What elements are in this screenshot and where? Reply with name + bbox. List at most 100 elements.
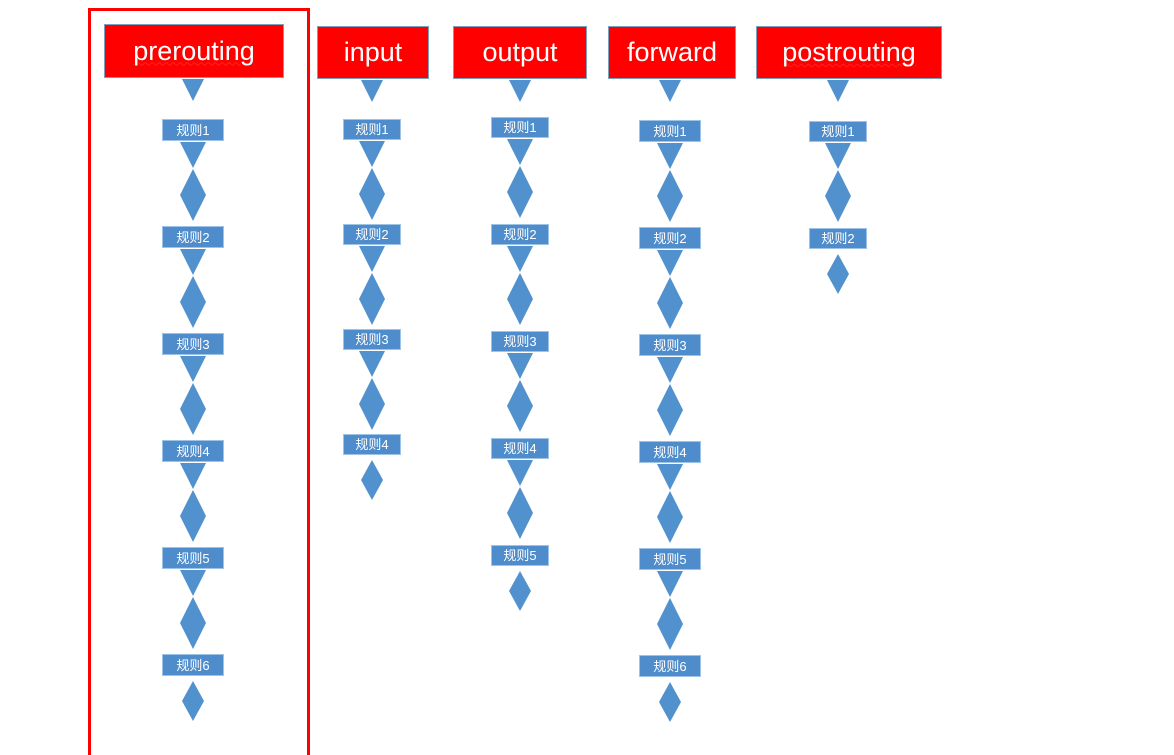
- rule-box-output-3[interactable]: 规则3: [491, 331, 549, 352]
- arrow-down-prerouting-1a: [180, 142, 206, 168]
- rule-box-postrouting-2[interactable]: 规则2: [809, 228, 867, 249]
- rule-box-forward-3[interactable]: 规则3: [639, 334, 701, 356]
- arrow-down-output-4a: [507, 460, 533, 486]
- arrow-down-output-4b: [507, 513, 533, 539]
- arrow-down-input-header: [361, 80, 383, 102]
- rule-label-output-5: 规则5: [503, 548, 537, 563]
- chain-header-postrouting[interactable]: postrouting: [756, 26, 942, 79]
- rule-box-forward-2[interactable]: 规则2: [639, 227, 701, 249]
- rule-box-forward-6[interactable]: 规则6: [639, 655, 701, 677]
- arrow-up-prerouting-tail: [182, 681, 204, 701]
- arrow-up-input-1: [359, 168, 385, 194]
- rule-box-prerouting-6[interactable]: 规则6: [162, 654, 224, 676]
- arrow-down-output-1b: [507, 192, 533, 218]
- arrow-down-prerouting-3a: [180, 356, 206, 382]
- arrow-down-postrouting-tail: [827, 274, 849, 294]
- rule-box-output-2[interactable]: 规则2: [491, 224, 549, 245]
- rule-label-prerouting-5: 规则5: [176, 550, 210, 566]
- rule-box-forward-5[interactable]: 规则5: [639, 548, 701, 570]
- rule-box-postrouting-1[interactable]: 规则1: [809, 121, 867, 142]
- rule-label-prerouting-2: 规则2: [176, 229, 210, 245]
- rule-label-forward-6: 规则6: [653, 658, 687, 674]
- rule-label-output-1: 规则1: [503, 120, 537, 135]
- arrow-down-prerouting-2b: [180, 302, 206, 328]
- rule-label-prerouting-6: 规则6: [176, 657, 210, 673]
- chain-header-label-postrouting: postrouting: [782, 37, 916, 67]
- rule-label-prerouting-1: 规则1: [176, 122, 210, 138]
- arrow-down-output-2a: [507, 246, 533, 272]
- arrow-down-prerouting-tail: [182, 701, 204, 721]
- rule-box-output-5[interactable]: 规则5: [491, 545, 549, 566]
- arrow-up-forward-2: [657, 277, 683, 303]
- chain-header-prerouting[interactable]: prerouting: [104, 24, 284, 78]
- arrow-up-input-2: [359, 273, 385, 299]
- chain-header-label-forward: forward: [626, 37, 718, 67]
- rule-label-forward-3: 规则3: [653, 337, 687, 353]
- arrow-up-forward-3: [657, 384, 683, 410]
- arrow-down-input-1a: [359, 141, 385, 167]
- arrow-down-forward-3b: [657, 410, 683, 436]
- rule-box-forward-4[interactable]: 规则4: [639, 441, 701, 463]
- arrow-down-prerouting-4b: [180, 516, 206, 542]
- chain-header-input[interactable]: input: [317, 26, 429, 79]
- arrow-down-forward-5b: [657, 624, 683, 650]
- rule-box-input-2[interactable]: 规则2: [343, 224, 401, 245]
- arrow-up-postrouting-tail: [827, 254, 849, 274]
- arrow-down-forward-3a: [657, 357, 683, 383]
- chain-header-label-prerouting: prerouting: [133, 35, 255, 66]
- rule-box-output-4[interactable]: 规则4: [491, 438, 549, 459]
- arrow-down-output-3a: [507, 353, 533, 379]
- arrow-down-input-2a: [359, 246, 385, 272]
- rule-label-prerouting-4: 规则4: [176, 443, 210, 459]
- rule-label-postrouting-1: 规则1: [821, 124, 855, 139]
- arrow-up-prerouting-5: [180, 597, 206, 623]
- rule-label-forward-5: 规则5: [653, 551, 687, 567]
- arrow-up-output-4: [507, 487, 533, 513]
- arrow-up-output-2: [507, 273, 533, 299]
- rule-box-prerouting-1[interactable]: 规则1: [162, 119, 224, 141]
- rule-box-input-1[interactable]: 规则1: [343, 119, 401, 140]
- rule-label-input-4: 规则4: [355, 437, 389, 452]
- arrow-down-input-3b: [359, 404, 385, 430]
- arrow-down-prerouting-3b: [180, 409, 206, 435]
- arrow-down-forward-4a: [657, 464, 683, 490]
- rule-box-input-4[interactable]: 规则4: [343, 434, 401, 455]
- chain-header-output[interactable]: output: [453, 26, 587, 79]
- arrow-down-prerouting-5b: [180, 623, 206, 649]
- arrow-down-forward-header: [659, 80, 681, 102]
- rule-box-output-1[interactable]: 规则1: [491, 117, 549, 138]
- rule-label-input-2: 规则2: [355, 227, 389, 242]
- arrow-up-prerouting-1: [180, 169, 206, 195]
- rule-box-prerouting-3[interactable]: 规则3: [162, 333, 224, 355]
- rule-label-postrouting-2: 规则2: [821, 231, 855, 246]
- arrow-down-forward-5a: [657, 571, 683, 597]
- rule-box-prerouting-2[interactable]: 规则2: [162, 226, 224, 248]
- arrow-up-input-tail: [361, 460, 383, 480]
- rule-box-prerouting-5[interactable]: 规则5: [162, 547, 224, 569]
- arrow-down-prerouting-2a: [180, 249, 206, 275]
- rule-label-output-4: 规则4: [503, 441, 537, 456]
- arrow-up-forward-tail: [659, 682, 681, 702]
- arrow-down-input-tail: [361, 480, 383, 500]
- chain-header-forward[interactable]: forward: [608, 26, 736, 79]
- rule-box-forward-1[interactable]: 规则1: [639, 120, 701, 142]
- arrow-up-prerouting-3: [180, 383, 206, 409]
- rule-box-input-3[interactable]: 规则3: [343, 329, 401, 350]
- arrow-up-output-tail: [509, 571, 531, 591]
- rule-label-input-1: 规则1: [355, 122, 389, 137]
- arrow-down-output-3b: [507, 406, 533, 432]
- arrow-up-postrouting-1: [825, 170, 851, 196]
- arrow-down-prerouting-5a: [180, 570, 206, 596]
- arrow-up-input-3: [359, 378, 385, 404]
- rule-label-input-3: 规则3: [355, 332, 389, 347]
- arrow-down-input-3a: [359, 351, 385, 377]
- arrow-down-output-1a: [507, 139, 533, 165]
- rule-label-forward-4: 规则4: [653, 444, 687, 460]
- arrow-down-input-1b: [359, 194, 385, 220]
- arrow-up-forward-4: [657, 491, 683, 517]
- arrow-down-output-tail: [509, 591, 531, 611]
- arrow-up-output-3: [507, 380, 533, 406]
- rule-label-output-2: 规则2: [503, 227, 537, 242]
- rule-box-prerouting-4[interactable]: 规则4: [162, 440, 224, 462]
